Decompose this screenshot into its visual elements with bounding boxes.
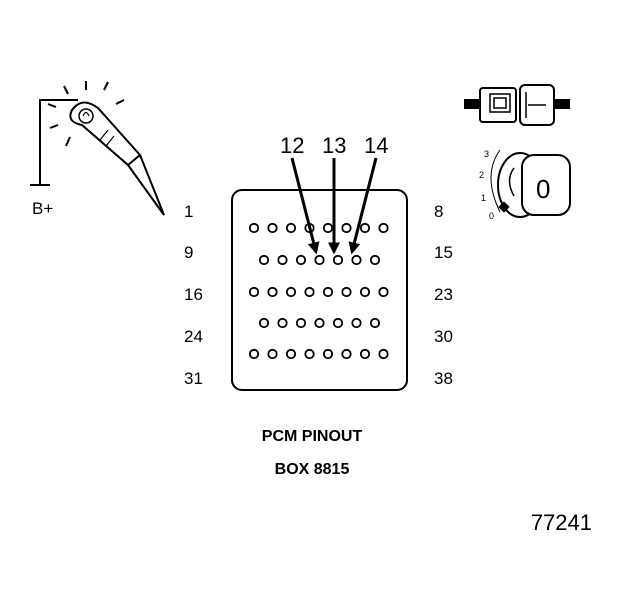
pin-hole <box>359 348 371 360</box>
callout-12: 12 <box>280 133 305 158</box>
pin-hole <box>341 348 352 360</box>
connector-pins <box>248 222 389 360</box>
pin-label-right: 8 <box>434 202 444 221</box>
pin-hole <box>314 317 325 329</box>
key-position-label: 2 <box>479 170 485 180</box>
ground-lead <box>30 99 78 186</box>
pin-hole <box>369 254 381 266</box>
callout-arrow-12 <box>290 157 320 255</box>
pin-hole <box>285 222 297 234</box>
pin-hole <box>332 317 344 329</box>
key-current-position: 0 <box>536 174 551 204</box>
pin-hole <box>248 348 260 360</box>
pin-hole <box>378 348 389 360</box>
pin-hole <box>267 348 278 360</box>
pin-hole <box>267 222 278 234</box>
pin-hole <box>332 254 344 266</box>
pcm-connector-outline <box>231 189 408 391</box>
pin-label-right: 30 <box>434 327 453 346</box>
key-position-label: 3 <box>484 149 490 159</box>
key-position-label: 1 <box>481 193 487 203</box>
figure-number: 77241 <box>530 510 592 535</box>
pin-label-right: 38 <box>434 369 453 388</box>
pin-hole <box>295 254 307 266</box>
key-position-label: 0 <box>489 211 495 221</box>
pin-hole <box>351 254 362 266</box>
pin-hole <box>285 348 297 360</box>
pin-hole <box>248 286 260 298</box>
caption-title: PCM PINOUT <box>261 428 363 445</box>
callout-arrow-14 <box>348 157 378 255</box>
pin-hole <box>322 286 334 298</box>
pin-hole <box>341 286 352 298</box>
pin-hole <box>378 286 389 298</box>
pin-hole <box>304 286 315 298</box>
pin-hole <box>341 222 352 234</box>
pin-hole <box>378 222 389 234</box>
callout-13: 13 <box>322 133 347 158</box>
connector-plug-icon <box>464 84 570 126</box>
pin-label-left: 24 <box>184 327 203 346</box>
pin-hole <box>277 317 288 329</box>
pin-hole <box>277 254 288 266</box>
pin-hole <box>314 254 325 266</box>
pin-hole <box>351 317 362 329</box>
supply-label: B+ <box>32 199 54 218</box>
callout-arrows <box>290 157 378 255</box>
callout-14: 14 <box>364 133 389 158</box>
pin-label-left: 1 <box>184 202 194 221</box>
pin-hole <box>304 348 315 360</box>
caption-subtitle: BOX 8815 <box>274 461 350 478</box>
pin-hole <box>359 222 371 234</box>
ignition-key-icon <box>490 149 571 218</box>
light-rays-icon <box>47 81 125 147</box>
pin-hole <box>295 317 307 329</box>
pin-label-right: 15 <box>434 243 453 262</box>
pin-hole <box>258 317 270 329</box>
pin-label-left: 16 <box>184 285 203 304</box>
pin-hole <box>267 286 278 298</box>
pin-hole <box>369 317 381 329</box>
pin-hole <box>248 222 260 234</box>
test-light-icon <box>69 101 165 216</box>
pin-hole <box>285 286 297 298</box>
pin-label-right: 23 <box>434 285 453 304</box>
pin-hole <box>322 222 334 234</box>
pin-label-left: 31 <box>184 369 203 388</box>
pin-hole <box>322 348 334 360</box>
pin-hole <box>359 286 371 298</box>
pin-label-left: 9 <box>184 243 194 262</box>
pin-hole <box>258 254 270 266</box>
